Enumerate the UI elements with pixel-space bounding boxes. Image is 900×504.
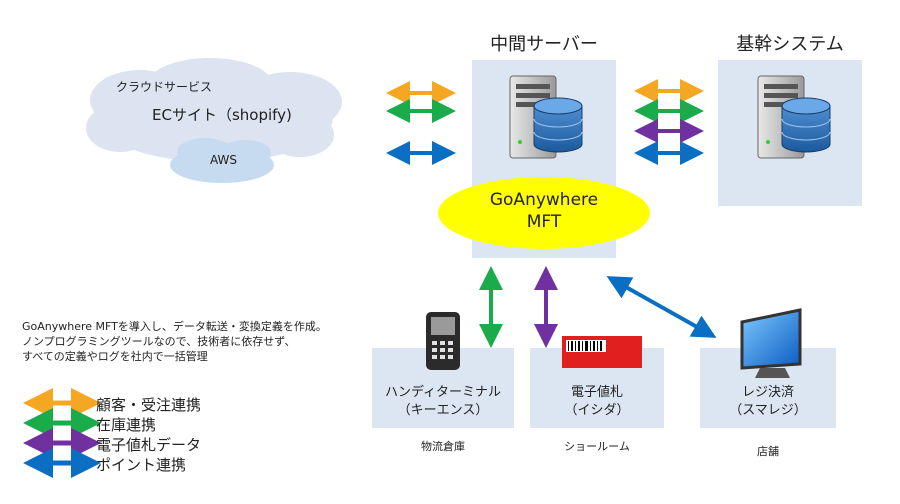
core-system-title: 基幹システム xyxy=(736,34,844,55)
tag-label-line2: （イシダ） xyxy=(564,403,630,418)
core-database-icon xyxy=(781,97,831,153)
legend-label-customer: 顧客・受注連携 xyxy=(96,396,202,414)
legend-label-point: ポイント連携 xyxy=(96,456,187,474)
cloud-service-label: クラウドサービス xyxy=(116,80,213,94)
pos-label-line1: レジ決済 xyxy=(741,385,794,400)
aws-cloud-shape xyxy=(170,138,274,183)
description-line-3: すべての定義やログを社内で一括管理 xyxy=(22,350,208,363)
aws-label: AWS xyxy=(210,153,238,167)
price-tag-icon xyxy=(562,336,642,368)
mft-label-line2: MFT xyxy=(526,212,562,232)
mft-ellipse xyxy=(438,177,650,249)
ec-site-label: ECサイト（shopify) xyxy=(152,106,292,124)
warehouse-caption: 物流倉庫 xyxy=(421,440,465,453)
legend-label-tag: 電子値札データ xyxy=(96,436,202,454)
pos-label-line2: （スマレジ） xyxy=(729,403,807,418)
monitor-icon xyxy=(740,308,802,378)
mft-label-line1: GoAnywhere xyxy=(489,190,599,210)
showroom-caption: ショールーム xyxy=(564,440,630,453)
cloud-shape xyxy=(86,58,342,162)
handy-label-line1: ハンディターミナル xyxy=(384,385,502,400)
arrow-point-diagonal xyxy=(606,276,717,338)
legend-label-inventory: 在庫連携 xyxy=(96,416,157,434)
tag-label-line1: 電子値札 xyxy=(570,385,623,400)
description-line-2: ノンプログラミングツールなので、技術者に依存せず、 xyxy=(22,335,296,348)
store-caption: 店舗 xyxy=(757,445,779,458)
handy-terminal-icon xyxy=(426,312,460,370)
database-icon xyxy=(533,97,583,153)
description-line-1: GoAnywhere MFTを導入し、データ転送・変換定義を作成。 xyxy=(22,320,327,333)
middle-server-title: 中間サーバー xyxy=(490,34,598,55)
handy-label-line2: （キーエンス） xyxy=(397,403,489,418)
